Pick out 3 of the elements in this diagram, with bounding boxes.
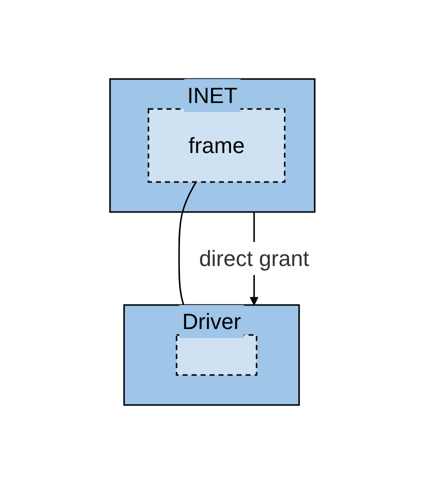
node-box: frame [148, 108, 286, 182]
edge-label: direct grant [199, 246, 310, 270]
node-box [176, 334, 258, 376]
